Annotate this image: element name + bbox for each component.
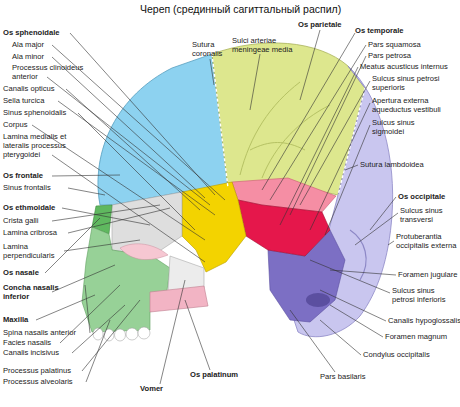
part-label: Sella turcica [3,96,44,105]
part-label: Foramen magnum [385,332,447,341]
part-label: Lamina perpendicularis [3,242,65,260]
part-label: Sulcus sinus transversi [400,206,458,224]
part-label: Pars petrosa [368,51,411,60]
bone-name: Os sphenoidale [3,28,60,37]
part-label: Processus palatinus [3,366,71,375]
part-label: Pars squamosa [368,40,421,49]
part-label: Ala minor [12,52,44,61]
part-label: Lamina cribrosa [3,228,57,237]
part-label: Crista galli [3,216,38,225]
bone-name: Os temporale [355,26,404,35]
part-label: Foramen jugulare [398,270,458,279]
frontal-bone [98,54,228,205]
bone-name: Os palatinum [190,370,238,379]
part-label: Canalis hypoglossalis [388,316,460,325]
nasal-concha [120,244,168,260]
part-label: Sulcus sinus petrosi inferioris [392,286,458,304]
part-label: Processus alveolaris [3,377,73,386]
part-label: Meatus acusticus internus [360,62,459,71]
bone-name: Vomer [140,384,163,393]
part-label: Sulcus sinus petrosi superioris [372,74,458,92]
part-label: Sutura lambdoidea [360,160,424,169]
part-label: Protuberantia occipitalis externa [396,232,458,250]
teeth [93,327,150,341]
palatine-bone [150,286,208,312]
part-label: Pars basilaris [320,372,366,381]
bone-name: Os frontale [3,171,43,180]
temporal-petrous [238,200,330,256]
bone-name: Os parietale [298,20,341,29]
part-label: Processus clinoideus anterior [12,63,92,81]
part-label: Sulci arteriae meningeae media [232,36,302,54]
part-label: Sinus sphenoidalis [3,108,66,117]
part-label: Spina nasalis anterior [3,328,76,337]
part-label: Sutura coronalis [192,40,232,58]
part-label: Ala major [12,40,44,49]
part-label: Apertura externa aqueductus vestibuli [372,96,458,114]
arterial-grooves [240,82,330,178]
part-label: Condylus occipitalis [363,350,430,359]
part-label: Sinus frontalis [3,183,51,192]
part-label: Facies nasalis [3,338,51,347]
bone-name: Maxilla [3,315,28,324]
parietal-bone [212,43,365,195]
bone-name: Os nasale [3,268,39,277]
bone-name: Os ethmoidale [3,203,55,212]
part-label: Sulcus sinus sigmoidei [372,118,432,136]
part-label: Canalis incisivus [3,348,59,357]
bone-name: Concha nasalis inferior [3,283,59,301]
maxilla-bone [82,227,170,332]
foramen-magnum [306,293,330,307]
part-label: Corpus [3,120,27,129]
leader-lines [32,30,398,384]
part-label: Lamina medialis et lateralis processus p… [3,132,73,159]
part-label: Canalis opticus [3,84,55,93]
sutures [212,54,365,195]
diagram-title: Череп (срединный сагиттальный распил) [140,3,341,15]
bone-name: Os occipitale [398,192,445,201]
